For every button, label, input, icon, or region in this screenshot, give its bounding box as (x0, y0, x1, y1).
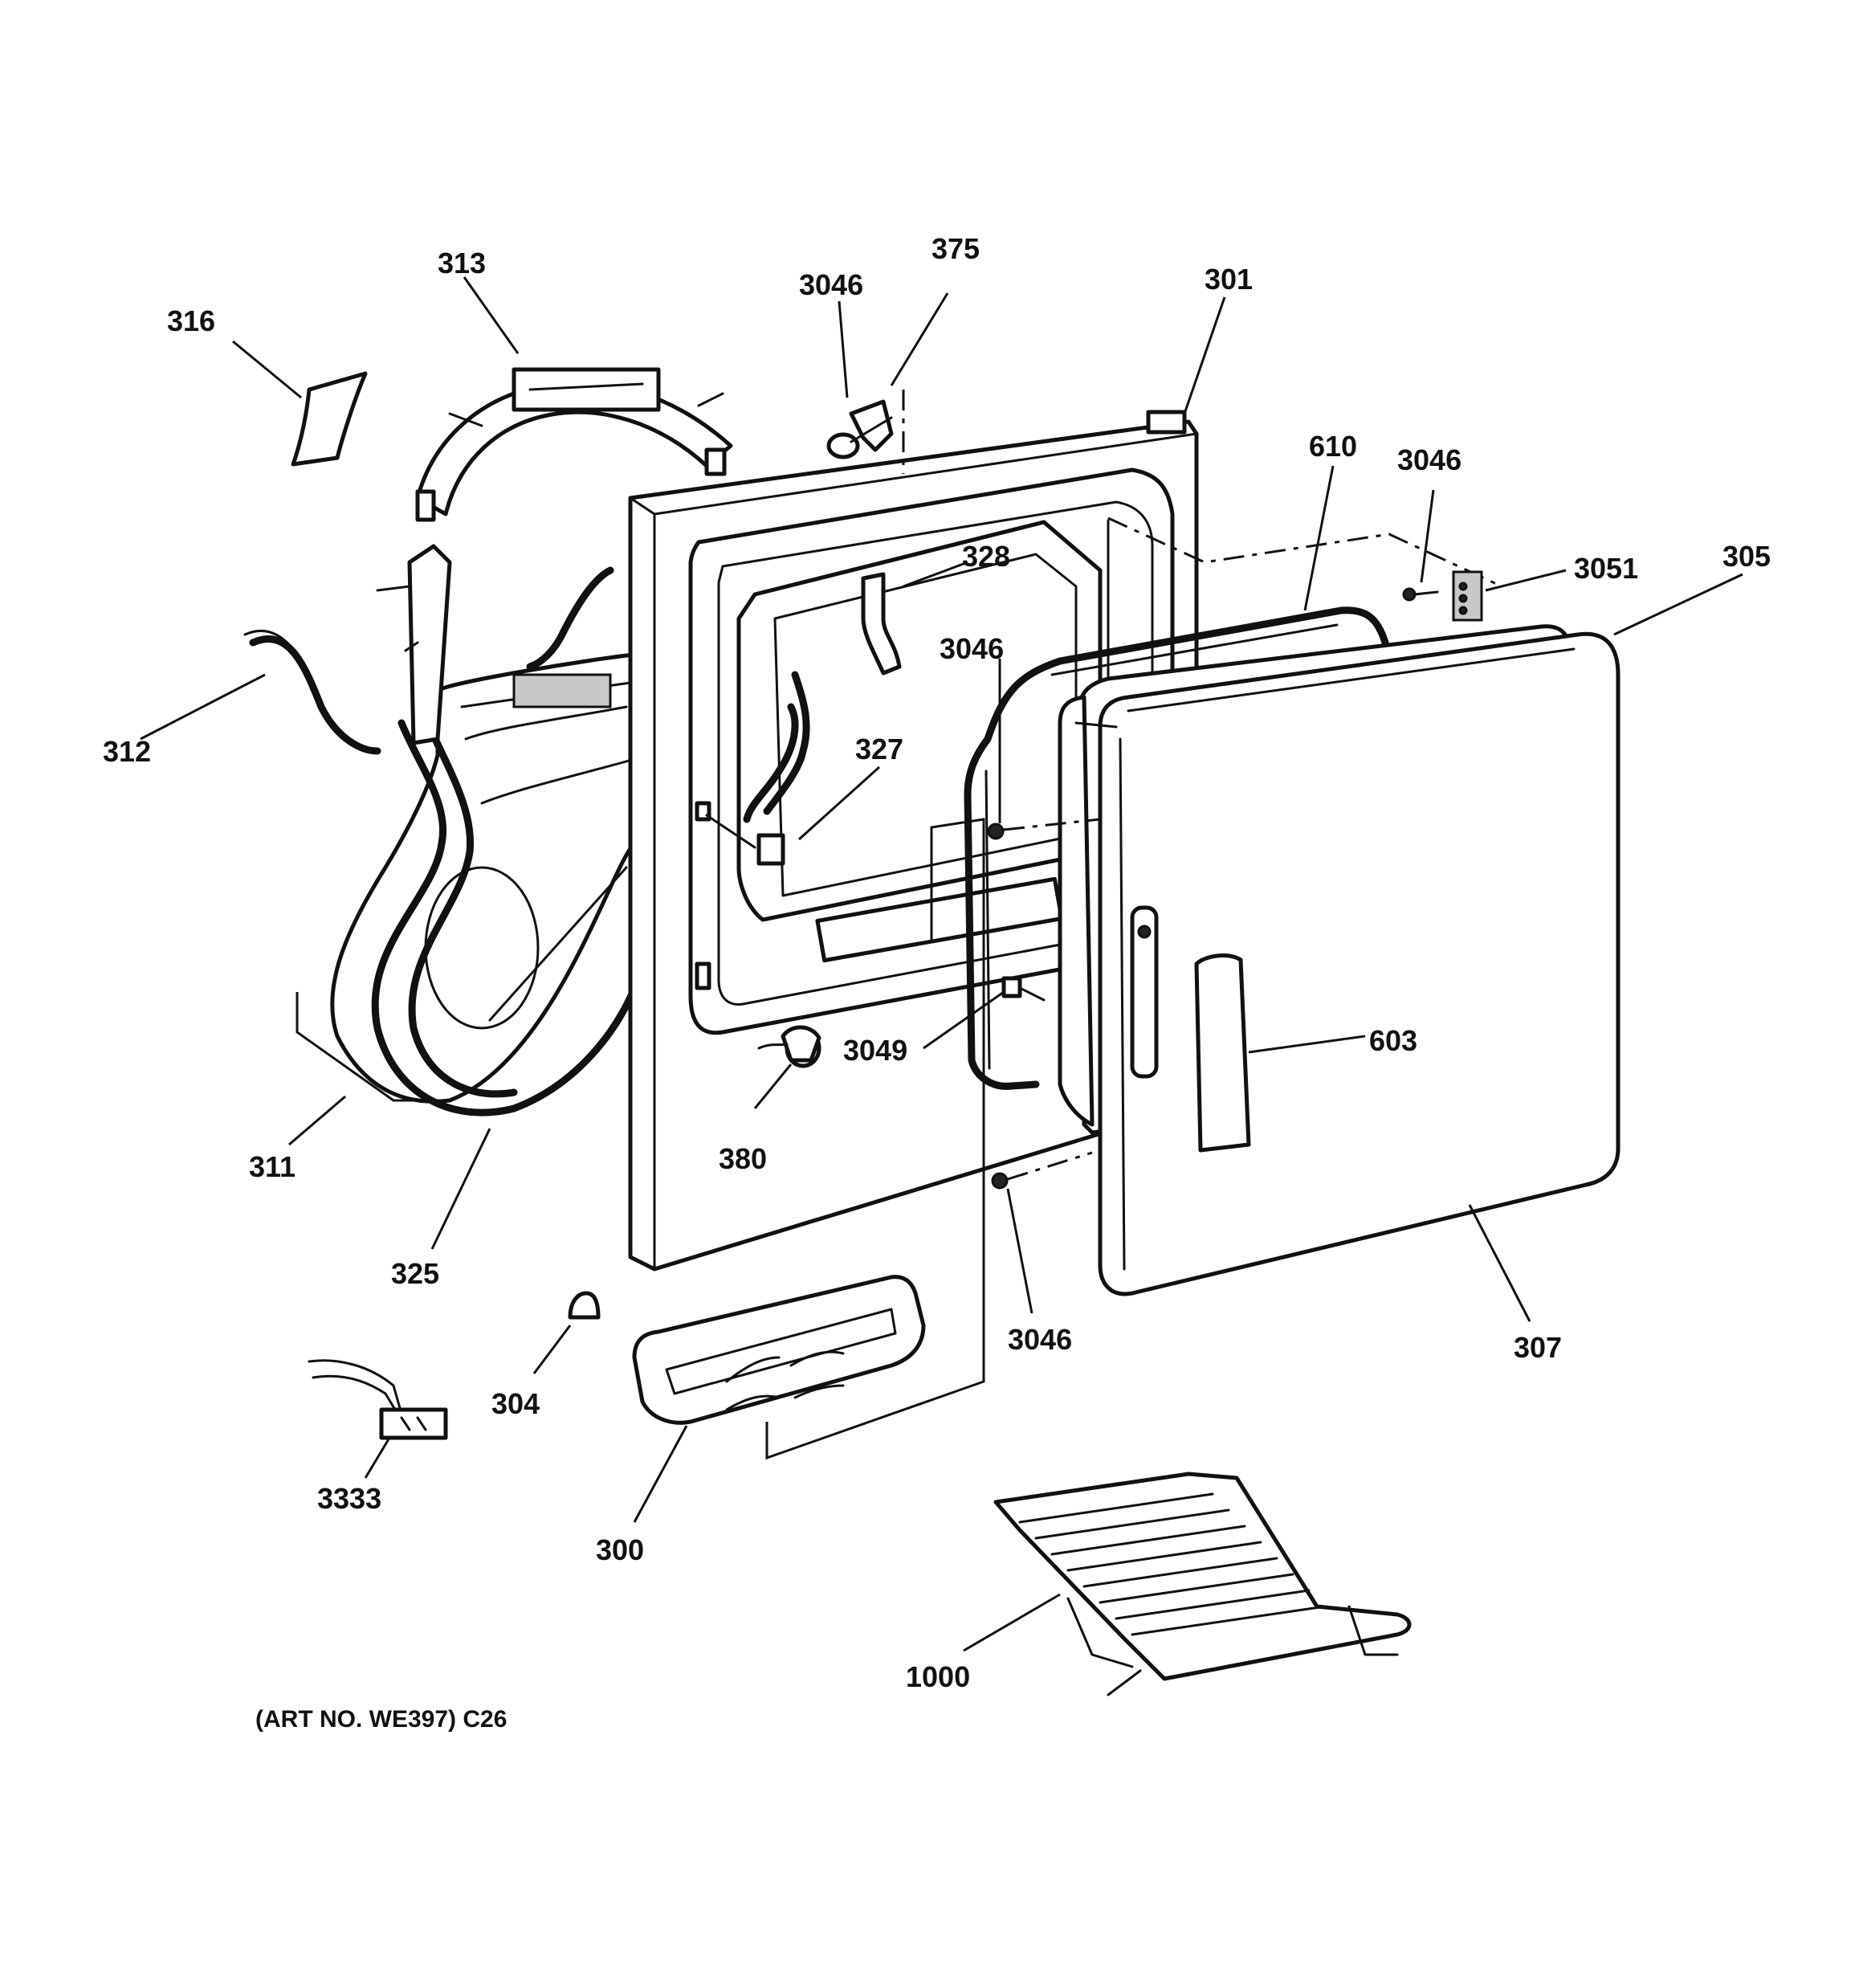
callout-301: 301 (1205, 263, 1253, 296)
art-number-caption: (ART NO. WE397) C26 (255, 1706, 507, 1733)
callout-300: 300 (596, 1533, 644, 1566)
callout-610: 610 (1309, 430, 1357, 463)
screw-3046-door-lower (991, 1151, 1093, 1190)
part-1000-rack (993, 1472, 1412, 1696)
callout-375: 375 (932, 232, 980, 265)
part-327-switch (705, 671, 810, 866)
callout-313: 313 (438, 247, 486, 280)
screw-3046-door-upper (987, 818, 1101, 840)
callout-3051: 3051 (1574, 552, 1638, 585)
callout-3046-top: 3046 (799, 268, 863, 301)
part-3051-strike (1452, 570, 1483, 622)
callout-3046-bottom: 3046 (1008, 1323, 1072, 1356)
part-380-knob (757, 1025, 821, 1068)
callout-3046-right: 3046 (1397, 443, 1461, 476)
screw-3046-right (1402, 587, 1439, 602)
callout-305: 305 (1722, 540, 1771, 573)
callout-3049: 3049 (843, 1034, 907, 1067)
callout-3333: 3333 (317, 1482, 381, 1515)
part-316-pad (291, 371, 368, 467)
callout-307: 307 (1514, 1331, 1562, 1364)
callout-316: 316 (167, 304, 215, 337)
part-3333-harness (308, 1359, 448, 1440)
callout-328: 328 (962, 540, 1010, 573)
part-311-duct (330, 652, 637, 1104)
part-328-clip (861, 572, 902, 676)
part-301-front-panel (628, 410, 1502, 1272)
callout-311: 311 (249, 1150, 296, 1183)
callout-1000: 1000 (906, 1660, 970, 1693)
part-375-hinge (826, 390, 905, 474)
part-311-bracket-rods (296, 544, 452, 1102)
callout-603: 603 (1369, 1024, 1417, 1057)
callout-312: 312 (103, 735, 151, 768)
part-610-gasket (964, 606, 1389, 1090)
part-3049-latch (1001, 976, 1046, 1002)
callout-labels: 313 316 3046 375 301 610 3046 3051 305 3… (103, 232, 1771, 1693)
part-312-duct-seal (243, 566, 614, 755)
callout-325: 325 (391, 1257, 439, 1290)
part-313-bracket (415, 367, 733, 522)
callout-304: 304 (491, 1387, 540, 1420)
part-307-door-panel (1074, 631, 1620, 1296)
callout-3046-door: 3046 (940, 632, 1004, 665)
callout-327: 327 (855, 733, 903, 765)
part-304-foot (568, 1291, 601, 1320)
part-300-handle (632, 818, 985, 1460)
part-325-seal (371, 719, 638, 1116)
callout-380: 380 (719, 1142, 767, 1175)
leader-lines (140, 276, 1743, 1652)
